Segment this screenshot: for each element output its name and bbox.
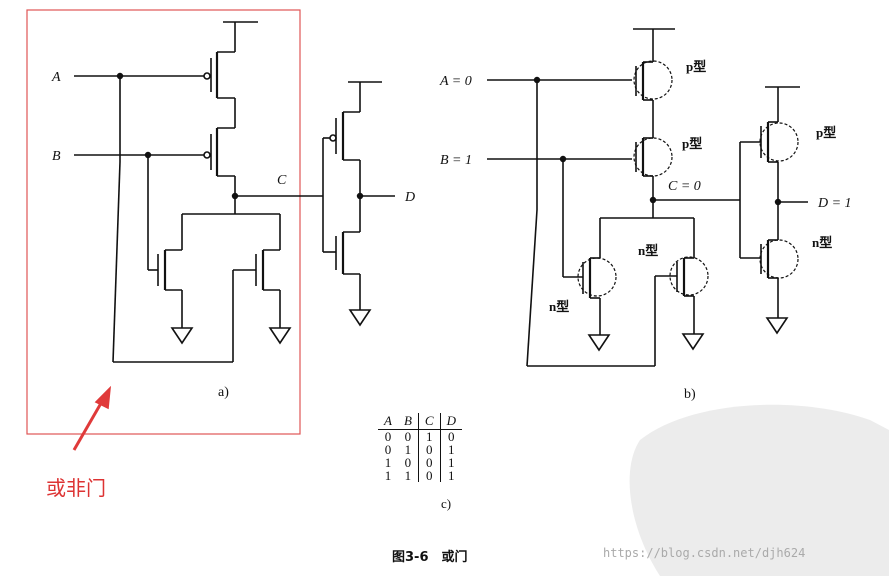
nor-gate-annotation: 或非门 [46,476,106,500]
tt-cell: 1 [384,455,392,470]
tt-cell: 0 [418,443,441,456]
output-d-value: D = 1 [817,196,852,211]
input-a-label: A [51,70,61,85]
tt-cell: 0 [384,429,392,444]
tt-cell: 0 [397,429,419,443]
nor-highlight-box [26,9,301,435]
p-type-label-1: p型 [686,59,706,74]
tt-header-c: C [418,413,441,430]
figure-caption: 图3-6 或门 [392,550,468,565]
n-type-label-3: n型 [812,235,832,250]
node-c-label: C [277,173,287,188]
tt-cell: 0 [448,429,455,444]
caption-c: c) [441,496,452,511]
input-b-label: B [52,149,61,164]
tt-cell: 0 [397,456,419,469]
tt-header-a: A [378,413,398,430]
node-c-value: C = 0 [668,179,701,194]
tt-cell: 1 [448,455,455,470]
n-type-label-1: n型 [638,243,658,258]
tt-header-d: D [440,413,462,430]
watermark-url: https://blog.csdn.net/djh624 [603,546,806,560]
p-type-label-2: p型 [682,136,702,151]
tt-cell: 0 [384,442,392,457]
p-type-label-3: p型 [816,125,836,140]
tt-cell: 1 [448,442,455,457]
tt-cell: 1 [448,468,455,483]
tt-cell: 0 [418,456,441,469]
output-d-label: D [404,190,415,205]
tt-header-b: B [397,413,419,430]
table-row: 0 1 0 1 [378,443,462,456]
watermark-stamp [629,404,889,576]
table-row: 1 1 0 1 [378,469,462,482]
tt-cell: 1 [384,468,392,483]
tt-cell: 1 [397,469,419,482]
input-a-value: A = 0 [439,74,472,89]
tt-cell: 1 [397,443,419,456]
caption-a: a) [218,385,229,400]
input-b-value: B = 1 [440,153,472,168]
caption-b: b) [684,387,696,402]
table-row: 1 0 0 1 [378,456,462,469]
tt-cell: 1 [418,429,441,443]
truth-table: A B C D 0 0 1 0 0 1 0 1 1 0 0 1 1 1 0 1 [378,413,462,482]
tt-cell: 0 [418,469,441,482]
annotation-arrow [72,397,106,451]
n-type-label-2: n型 [549,299,569,314]
table-row: 0 0 1 0 [378,429,462,444]
